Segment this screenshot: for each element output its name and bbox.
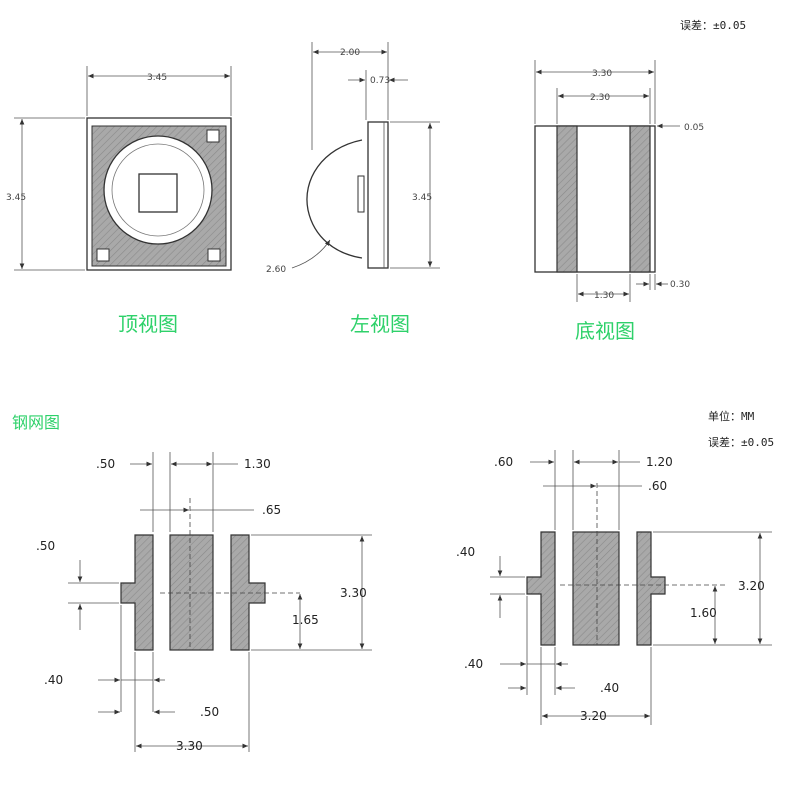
- stencil-left-tab-width-dim: .40: [44, 673, 63, 687]
- bottom-view-pad-dim: 1.30: [594, 291, 614, 301]
- top-view-marker: [206, 129, 220, 143]
- tolerance-note: 误差：±0.05: [708, 435, 774, 449]
- left-view-lens-dim: 2.60: [266, 265, 286, 275]
- bottom-view-inner-dim: 2.30: [590, 93, 610, 103]
- stencil-right-pad-c: [636, 531, 666, 646]
- bottom-view-gap-dim: 0.30: [670, 280, 690, 290]
- top-view-chip: [138, 173, 178, 213]
- stencil-left-pad-a-dim: .50: [96, 457, 115, 471]
- unit-note: 单位：MM: [708, 409, 755, 423]
- bottom-view: 3.30 2.30 0.05 1.30 0.30: [534, 60, 704, 302]
- stencil-right-tab-width-dim: .40: [464, 657, 483, 671]
- stencil-left-center-dim: 1.65: [292, 613, 319, 627]
- stencil-left-pad-a: [120, 534, 154, 651]
- top-view-width-dim: 3.45: [147, 73, 167, 83]
- tolerance-note-top: 误差：±0.05: [680, 18, 746, 32]
- stencil-left-height-dim: 3.30: [340, 586, 367, 600]
- top-view-height-dim: 3.45: [6, 193, 26, 203]
- stencil-left-gap-dim: .50: [200, 705, 219, 719]
- stencil-right-width-dim: 3.20: [580, 709, 607, 723]
- stencil-right-gap-dim: .40: [600, 681, 619, 695]
- bottom-view-pad-right: [629, 125, 651, 273]
- stencil-right: .60 1.20 .60 .40 3.20 1.60 .40 .40 3.2: [456, 450, 772, 725]
- stencil-right-pad-a: [526, 531, 556, 646]
- stencil-right-center-dim: 1.60: [690, 606, 717, 620]
- stencil-left-tab-dim: .50: [36, 539, 55, 553]
- bottom-view-caption: 底视图: [575, 319, 635, 343]
- top-view: 3.45 3.45: [6, 66, 232, 271]
- stencil-right-tab-dim: .40: [456, 545, 475, 559]
- stencil-left-offset-dim: .65: [262, 503, 281, 517]
- stencil-right-offset-dim: .60: [648, 479, 667, 493]
- stencil-right-pad-b: [572, 531, 620, 646]
- stencil-left-width-dim: 3.30: [176, 739, 203, 753]
- stencil-right-pad-b-dim: 1.20: [646, 455, 673, 469]
- stencil-left-pad-c: [230, 534, 266, 651]
- left-view: 2.00 0.73 3.45 2.60: [266, 42, 440, 275]
- bottom-view-edge-dim: 0.05: [684, 123, 704, 133]
- stencil-right-height-dim: 3.20: [738, 579, 765, 593]
- bottom-view-pad-left: [556, 125, 578, 273]
- left-view-caption: 左视图: [350, 312, 410, 336]
- left-view-body: [367, 121, 389, 269]
- left-view-depth-dim: 2.00: [340, 48, 360, 58]
- bottom-view-width-dim: 3.30: [592, 69, 612, 79]
- left-view-lens: [306, 139, 363, 259]
- top-view-caption: 顶视图: [118, 312, 178, 336]
- stencil-caption: 钢网图: [12, 413, 60, 432]
- stencil-left-pad-b-dim: 1.30: [244, 457, 271, 471]
- stencil-right-pad-a-dim: .60: [494, 455, 513, 469]
- stencil-left: .50 1.30 .65 .50 3.30 1.65 .40 .50 3.3: [36, 452, 372, 753]
- stencil-left-pad-b: [169, 534, 214, 651]
- left-view-base-dim: 0.73: [370, 76, 390, 86]
- left-view-height-dim: 3.45: [412, 193, 432, 203]
